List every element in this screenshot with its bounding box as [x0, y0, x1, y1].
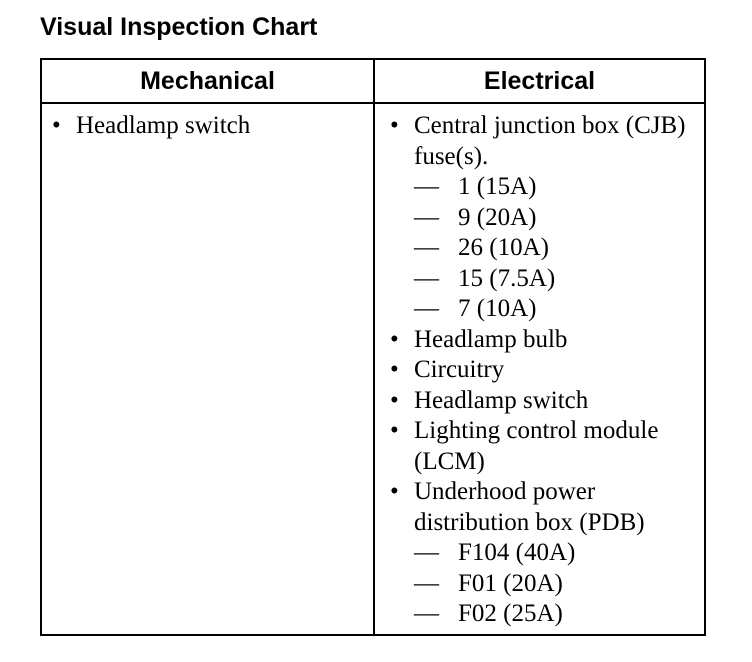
dash-icon: — [414, 234, 439, 261]
list-item-text: Headlamp bulb [414, 325, 568, 353]
list-item: • Central junction box (CJB) fuse(s). — 1 (… [388, 111, 702, 325]
sublist-item-text: 7 (10A) [458, 295, 537, 322]
bullet-icon: • [52, 112, 61, 139]
sublist-item: — 26 (10A) [414, 233, 702, 264]
column-header-electrical: Electrical [483, 66, 596, 95]
sublist-item-text: 26 (10A) [458, 234, 549, 261]
list-item: • Lighting control module (LCM) [388, 416, 702, 477]
dash-icon: — [414, 295, 439, 322]
sublist-item: — 1 (15A) [414, 172, 702, 203]
sublist-item-text: F104 (40A) [458, 539, 576, 566]
list-item: •Underhood power distribution box (PDB)—… [388, 477, 702, 630]
bullet-icon: • [390, 356, 399, 383]
bullet-icon: • [390, 478, 399, 505]
mechanical-list: • Headlamp switch [50, 111, 368, 142]
sublist-item-text: F02 (25A) [458, 600, 563, 627]
list-item-text: Lighting control module (LCM) [414, 417, 659, 475]
sublist: — F104 (40A) — F01 (20A) — F02 (25A) [414, 538, 702, 630]
list-item: • Headlamp switch [50, 111, 368, 142]
sublist-item-text: 9 (20A) [458, 203, 537, 231]
dash-icon: — [414, 173, 439, 200]
sublist-item-text: 15 (7.5A) [458, 264, 556, 292]
sublist-item: — 7 (10A) [414, 294, 702, 325]
sublist-item-text: F01 (20A) [458, 569, 563, 597]
sublist-item: — F02 (25A) [414, 599, 702, 630]
column-divider [373, 60, 375, 634]
sublist-item: — 9 (20A) [414, 203, 702, 234]
electrical-cell: • Central junction box (CJB) fuse(s). — 1 (… [388, 111, 702, 630]
list-item: • Headlamp switch [388, 386, 702, 417]
bullet-icon: • [390, 112, 399, 139]
dash-icon: — [414, 203, 439, 231]
list-item: • Circuitry [388, 355, 702, 386]
sublist-item: — F104 (40A) [414, 538, 702, 569]
sublist-item: — F01 (20A) [414, 569, 702, 600]
bullet-icon: • [390, 386, 399, 414]
bullet-icon: • [390, 417, 399, 444]
dash-icon: — [414, 600, 439, 627]
list-item-text: Circuitry [414, 356, 505, 383]
electrical-list: • Central junction box (CJB) fuse(s). — 1 (… [388, 111, 702, 630]
dash-icon: — [414, 539, 439, 566]
sublist: — 1 (15A) — 9 (20A) — 26 (10A) — 15 (7.5A) — 7 (1… [414, 172, 702, 325]
sublist-item: — 15 (7.5A) [414, 264, 702, 295]
list-item-text: Underhood power distribution box (PDB) [414, 478, 645, 536]
list-item-text: Headlamp switch [76, 112, 251, 139]
dash-icon: — [414, 264, 439, 292]
list-item-text: Central junction box (CJB) fuse(s). [414, 112, 686, 170]
page-title: Visual Inspection Chart [40, 13, 318, 41]
list-item: • Headlamp bulb [388, 325, 702, 356]
mechanical-cell: • Headlamp switch [50, 111, 368, 142]
inspection-table: Mechanical Electrical • Headlamp switch •… [40, 58, 706, 636]
column-header-mechanical: Mechanical [140, 66, 275, 95]
sublist-item-text: 1 (15A) [458, 173, 537, 200]
list-item-text: Headlamp switch [414, 386, 589, 414]
dash-icon: — [414, 569, 439, 597]
bullet-icon: • [390, 325, 399, 353]
